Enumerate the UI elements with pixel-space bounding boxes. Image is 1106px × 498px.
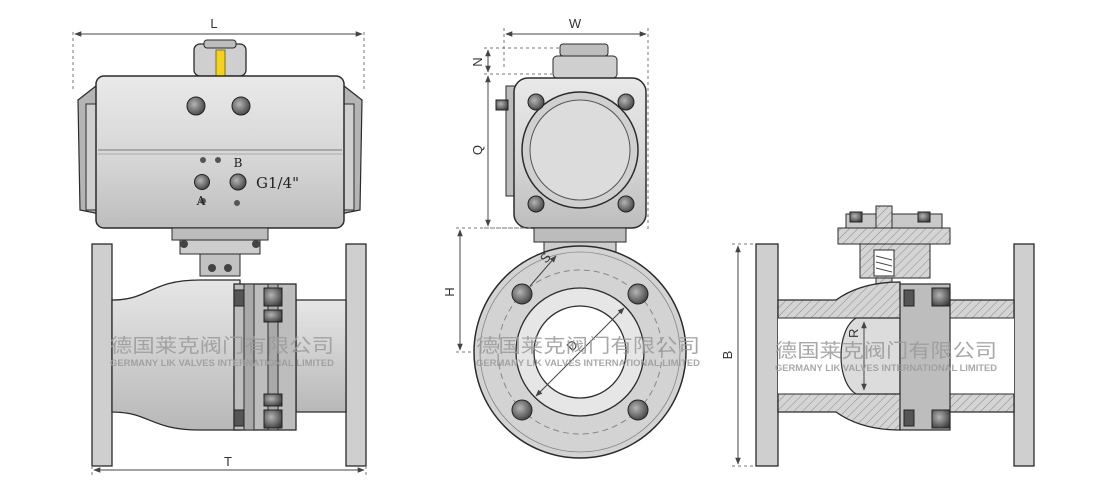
dimension-t: T (91, 454, 367, 478)
watermark-en: GERMANY LIK VALVES INTERNATIONAL LIMITED (110, 358, 334, 369)
dimension-l: L (72, 16, 365, 92)
watermark-cn: 德国莱克阀门有限公司 (110, 335, 334, 357)
flange-face: S D (473, 245, 687, 459)
cap-bolt-icon (527, 93, 545, 111)
side-plug-icon (495, 99, 509, 111)
port-b-label: B (234, 156, 243, 170)
dimension-label-b: B (720, 351, 735, 360)
flange-bolt-icon (931, 409, 951, 429)
dimension-label-q: Q (470, 145, 485, 155)
dimension-label-n: N (470, 57, 485, 66)
valve-body-front (91, 243, 367, 467)
cap-bolt-icon (617, 93, 635, 111)
dimension-b: B (720, 243, 756, 467)
flange-bolt-icon (233, 287, 283, 429)
front-view: L A B (72, 16, 367, 478)
nut-icon (849, 211, 863, 223)
bolt-hole-icon (511, 283, 533, 305)
dimension-label-t: T (224, 454, 232, 469)
flange-bolt-icon (931, 287, 951, 307)
dimension-label-l: L (210, 16, 217, 31)
bolt-hole-icon (627, 399, 649, 421)
port-a-icon (194, 174, 210, 190)
port-a-label: A (196, 194, 206, 208)
dimension-label-r: R (846, 329, 861, 338)
actuator-side (495, 43, 647, 229)
plug-icon (186, 96, 206, 116)
section-view: B (720, 205, 1035, 467)
section-body: R (755, 243, 1035, 467)
watermark-en: GERMANY LIK VALVES INTERNATIONAL LIMITED (476, 358, 700, 369)
dimension-label-h: H (442, 287, 457, 296)
cap-bolt-icon (527, 195, 545, 213)
side-view: W N Q (442, 16, 700, 459)
watermark-cn: 德国莱克阀门有限公司 (476, 335, 700, 357)
bolt-hole-icon (511, 399, 533, 421)
position-indicator (215, 49, 226, 77)
bolt-hole-icon (627, 283, 649, 305)
watermark-en: GERMANY LIK VALVES INTERNATIONAL LIMITED (775, 363, 997, 374)
port-b-icon (229, 173, 247, 191)
port-size-label: G1/4" (256, 174, 299, 192)
plug-icon (231, 96, 251, 116)
mounting-bracket-front (171, 227, 269, 277)
dimension-label-w: W (569, 16, 582, 31)
dimension-w: W (503, 16, 649, 230)
watermark-cn: 德国莱克阀门有限公司 (775, 340, 997, 362)
stem-assembly (837, 205, 951, 297)
cap-bolt-icon (617, 195, 635, 213)
actuator-front: A B G1/4" (77, 39, 363, 229)
nut-icon (917, 211, 931, 223)
